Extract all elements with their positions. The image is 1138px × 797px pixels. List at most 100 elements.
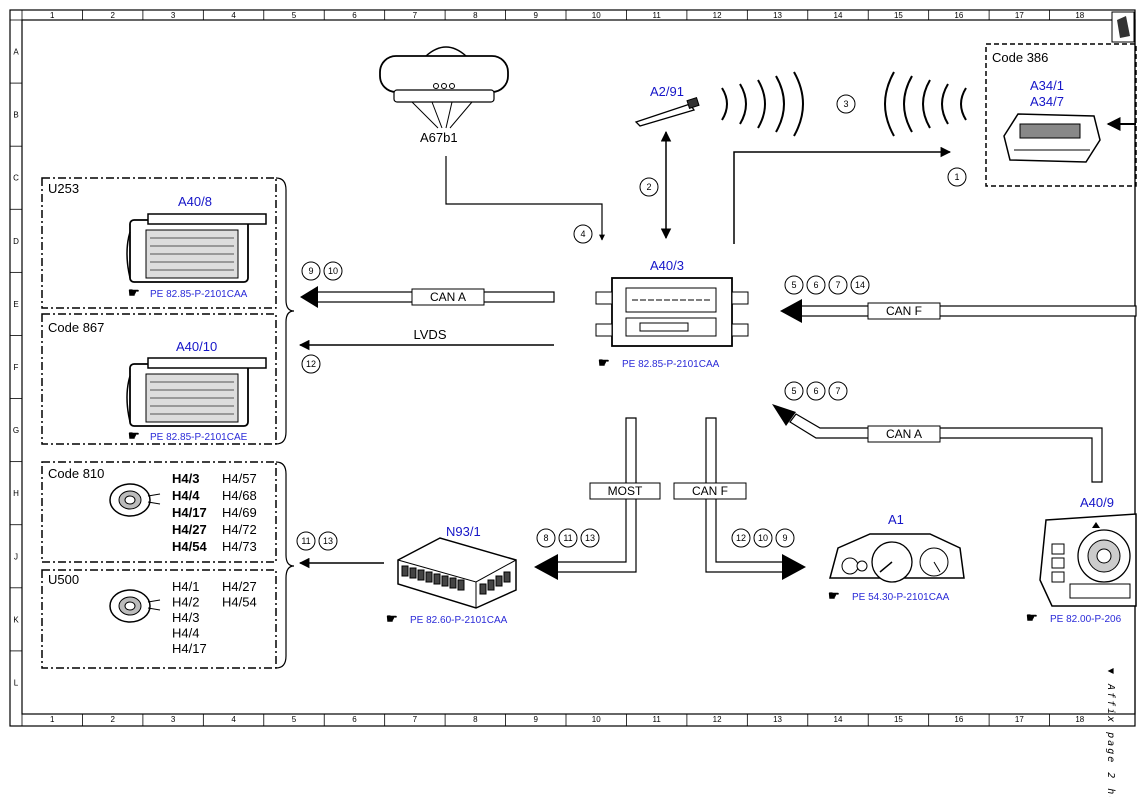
ref-a1: PE 54.30-P-2101CAA	[852, 592, 950, 603]
grid-col-label: 7	[413, 715, 418, 724]
head-unit-a40-3-label: A40/3	[650, 258, 684, 273]
grid-row-label: D	[13, 237, 19, 246]
grid-row-label: C	[13, 174, 19, 183]
affix-note: ▼ Affix page 2 here ▼	[1105, 668, 1116, 797]
bus-most: MOST	[534, 417, 661, 580]
callout-number: 13	[585, 533, 595, 543]
speaker-code: H4/3	[172, 610, 199, 625]
callout-circle	[580, 528, 600, 548]
speaker-code: H4/69	[222, 505, 257, 520]
mirror-signal-line	[445, 156, 605, 241]
callout-circle	[301, 354, 321, 374]
grid-row-label: E	[13, 300, 18, 309]
bus-can-f-bottom: CAN F	[673, 417, 806, 580]
antenna-a2-91-label: A2/91	[650, 84, 684, 99]
callout-number: 11	[301, 536, 310, 546]
callout-number: 13	[323, 536, 333, 546]
bus-can-f-right-label: CAN F	[886, 304, 922, 318]
group-code810-title: Code 810	[48, 466, 104, 481]
mirror-a67b1-label: A67b1	[420, 130, 458, 145]
grid-row-label: F	[14, 363, 19, 372]
grid-col-label: 13	[773, 11, 782, 20]
callout-number: 11	[563, 533, 572, 543]
callout-number: 5	[791, 280, 796, 290]
speaker-code: H4/57	[222, 471, 257, 486]
grid-row-label: A	[13, 48, 19, 57]
speaker-code: H4/73	[222, 539, 257, 554]
speaker-code: H4/17	[172, 505, 207, 520]
callout-number: 1	[954, 172, 959, 182]
grid-col-label: 15	[894, 11, 903, 20]
callout-circle	[784, 275, 804, 295]
grid-row-label: G	[13, 426, 19, 435]
key-a34-icon	[1003, 113, 1101, 163]
grid-col-label: 18	[1075, 11, 1084, 20]
book-icon-a40-9: ☛	[1026, 610, 1038, 625]
grid-col-label: 17	[1015, 715, 1024, 724]
brace-top	[275, 177, 295, 445]
keyless-link-line	[733, 146, 952, 244]
group-code867-title: Code 867	[48, 320, 104, 335]
bus-lvds-label: LVDS	[414, 327, 447, 342]
grid-col-label: 4	[231, 11, 236, 20]
bus-can-f-bottom-label: CAN F	[692, 484, 728, 498]
speaker-icon-u500	[109, 589, 161, 623]
callout-circle	[947, 167, 967, 187]
callout-circle	[323, 261, 343, 281]
grid-col-label: 14	[834, 715, 843, 724]
grid-col-label: 3	[171, 715, 176, 724]
grid-row-label: H	[13, 489, 19, 498]
ref-a40-10: PE 82.85-P-2101CAE	[150, 432, 248, 443]
grid-col-label: 9	[534, 11, 539, 20]
grid-col-label: 1	[50, 11, 55, 20]
callout-circle	[536, 528, 556, 548]
grid-col-label: 1	[50, 715, 55, 724]
callout-number: 9	[308, 266, 313, 276]
speaker-code: H4/1	[172, 579, 199, 594]
callout-circle	[639, 177, 659, 197]
amplifier-n93-1-label: N93/1	[446, 524, 481, 539]
head-unit-a40-3-icon	[595, 277, 749, 347]
ref-a40-3: PE 82.85-P-2101CAA	[622, 359, 720, 370]
component-a40-10-label: A40/10	[176, 339, 217, 354]
group-code386: Code 386 A34/1 A34/7	[985, 43, 1137, 187]
callout-number: 10	[758, 533, 768, 543]
grid-col-label: 2	[110, 11, 115, 20]
group-code867: Code 867 A40/10 ☛ PE 82.85-P-2101CAE	[41, 313, 277, 445]
callout-circle	[828, 381, 848, 401]
book-icon-a40-3: ☛	[598, 355, 610, 370]
callout-circle	[836, 94, 856, 114]
callout-number: 7	[835, 386, 840, 396]
ref-n93-1: PE 82.60-P-2101CAA	[410, 615, 508, 626]
grid-col-label: 16	[954, 11, 963, 20]
grid-col-label: 10	[592, 11, 601, 20]
ref-a40-9: PE 82.00-P-206	[1050, 614, 1122, 625]
speaker-code: H4/4	[172, 626, 199, 641]
speaker-code: H4/17	[172, 641, 207, 656]
callout-circle	[784, 381, 804, 401]
callout-circle	[573, 224, 593, 244]
callout-number: 3	[843, 99, 848, 109]
callout-number: 6	[813, 280, 818, 290]
callout-number: 10	[328, 266, 338, 276]
antenna-a2-91-icon	[634, 97, 700, 127]
callout-number: 12	[306, 359, 316, 369]
speaker-code: H4/68	[222, 488, 257, 503]
radio-waves	[721, 71, 967, 137]
grid-col-label: 7	[413, 11, 418, 20]
grid-col-label: 8	[473, 11, 478, 20]
bus-can-a-left-label: CAN A	[430, 290, 466, 304]
callout-circle	[318, 531, 338, 551]
grid-col-label: 11	[653, 715, 662, 724]
grid-col-label: 5	[292, 715, 297, 724]
component-a34-7-label: A34/7	[1030, 94, 1064, 109]
book-icon-n93-1: ☛	[386, 611, 398, 626]
group-code810: Code 810 H4/3H4/4H4/17H4/27H4/54H4/57H4/…	[41, 461, 277, 563]
brace-bottom	[275, 461, 295, 669]
callout-number: 9	[782, 533, 787, 543]
speaker-code: H4/54	[222, 595, 257, 610]
group-u500-title: U500	[48, 572, 79, 587]
callout-number: 12	[736, 533, 746, 543]
